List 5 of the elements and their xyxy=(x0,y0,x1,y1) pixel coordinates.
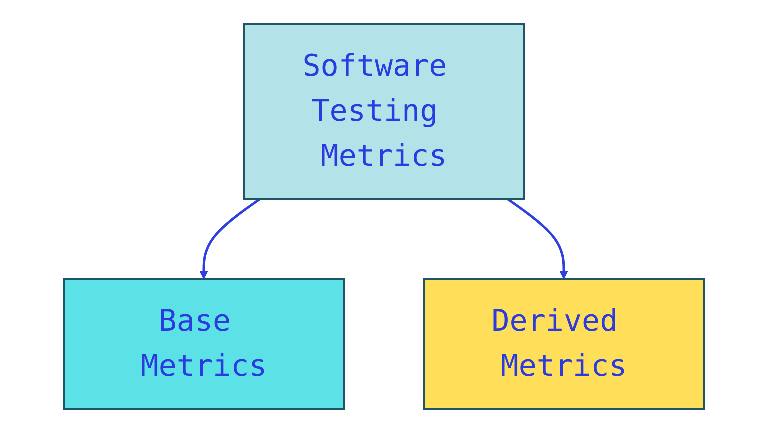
node-box: Software Testing Metrics xyxy=(243,22,525,200)
node-box: Derived Metrics xyxy=(423,278,705,410)
arrow xyxy=(200,197,262,279)
arrow xyxy=(506,197,568,279)
node-box: Base Metrics xyxy=(63,278,345,410)
